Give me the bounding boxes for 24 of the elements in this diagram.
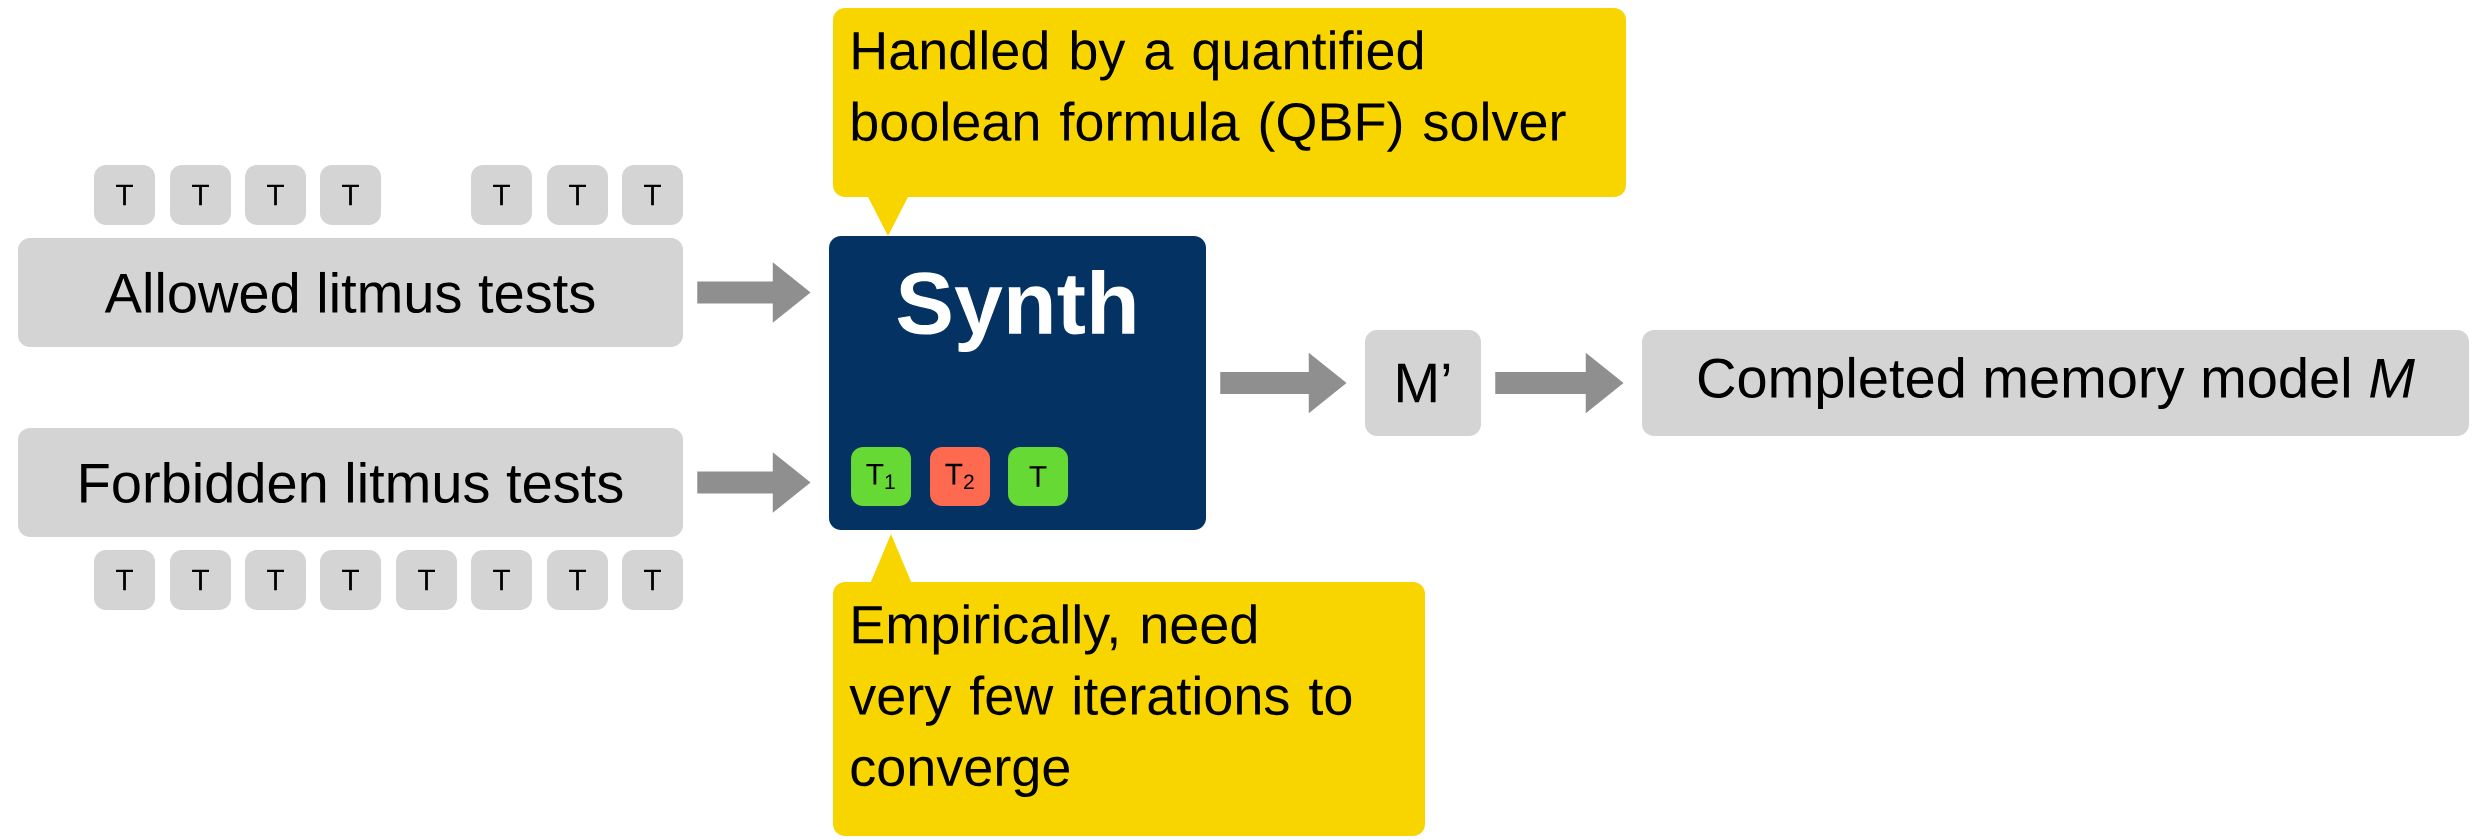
test-chip: T — [170, 550, 231, 610]
test-chip: T — [1008, 447, 1068, 506]
test-chip: T — [245, 550, 306, 610]
test-chip: T — [320, 550, 381, 610]
test-chip: T — [245, 165, 306, 225]
process-box: Allowed litmus tests — [18, 238, 684, 347]
process-box: Forbidden litmus tests — [18, 428, 684, 537]
test-chip: T — [320, 165, 381, 225]
test-chip: T — [622, 550, 683, 610]
test-chip: T — [94, 550, 155, 610]
callout-bubble: Handled by a quantified boolean formula (QBF) solver — [833, 8, 1627, 236]
test-chip: T — [94, 165, 155, 225]
test-chip: T — [396, 550, 457, 610]
test-chip: T — [547, 165, 608, 225]
process-box: M’ — [1365, 330, 1481, 436]
test-chip: T — [547, 550, 608, 610]
test-chip: T — [471, 165, 532, 225]
process-box: Completed memory model M — [1642, 330, 2469, 436]
test-chip: T$_{2}$ — [930, 447, 990, 506]
test-chip: T — [622, 165, 683, 225]
callout-bubble: Empirically, need very few iterations to converge — [833, 534, 1426, 836]
test-chip: T$_{1}$ — [851, 447, 911, 506]
test-chip: T — [471, 550, 532, 610]
test-chip: T — [170, 165, 231, 225]
